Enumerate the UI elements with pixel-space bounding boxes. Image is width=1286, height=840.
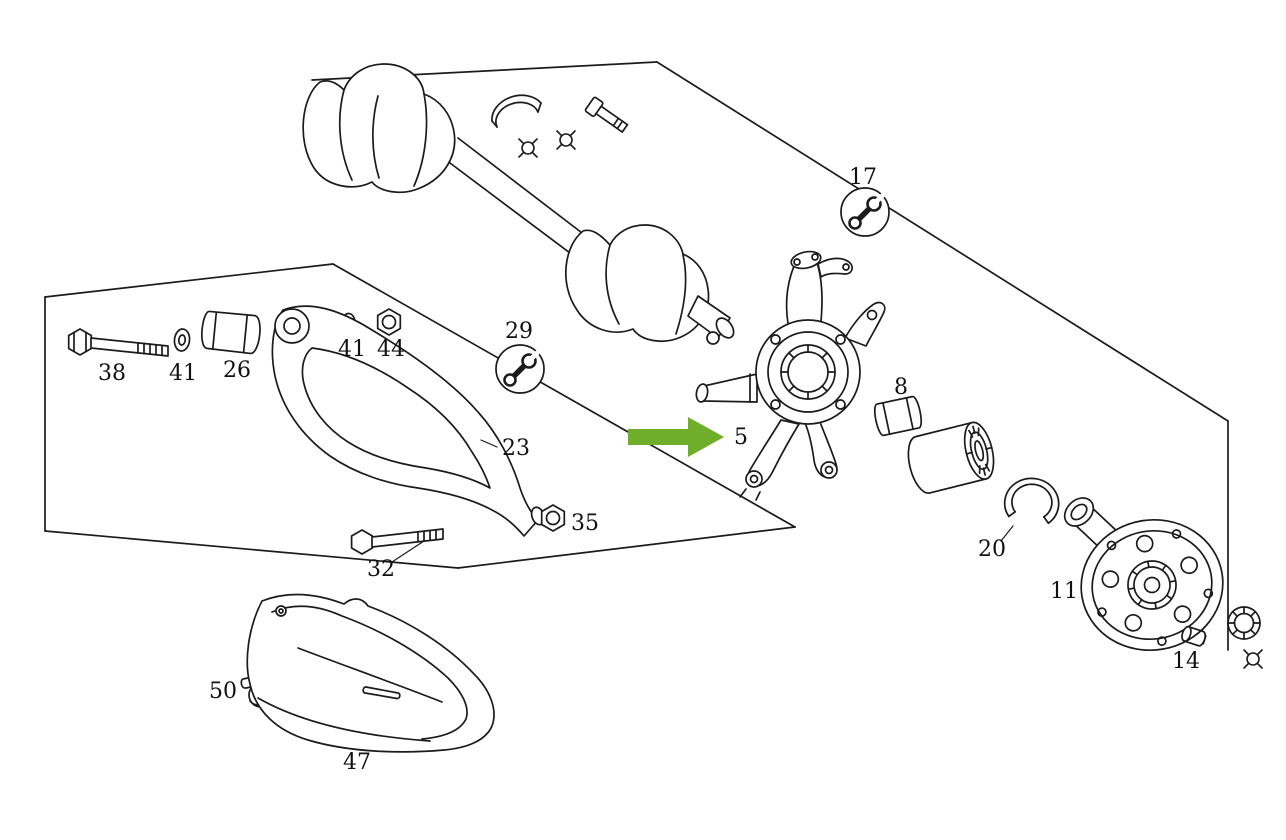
part-label-32[interactable]: 32 bbox=[367, 557, 395, 582]
axle-shaft bbox=[445, 137, 587, 257]
clamp-symbol-icon bbox=[556, 130, 576, 150]
part-label-20[interactable]: 20 bbox=[978, 537, 1006, 562]
part-label-26[interactable]: 26 bbox=[223, 358, 251, 383]
nut-44 bbox=[376, 308, 402, 336]
part-label-41-second[interactable]: 41 bbox=[338, 337, 366, 362]
wheel-carrier-5 bbox=[695, 250, 886, 501]
perspective-frame-lines bbox=[44, 61, 1229, 651]
part-label-35[interactable]: 35 bbox=[571, 511, 599, 536]
part-label-29[interactable]: 29 bbox=[505, 319, 533, 344]
part-label-11[interactable]: 11 bbox=[1050, 579, 1078, 604]
part-label-41-first[interactable]: 41 bbox=[169, 361, 197, 386]
carrier-lower-right-arm bbox=[804, 421, 838, 479]
carrier-spindle bbox=[695, 373, 758, 403]
carrier-top-arm bbox=[785, 250, 854, 335]
knurled-nut bbox=[1227, 606, 1261, 640]
control-arm-23 bbox=[271, 305, 546, 537]
part-label-14[interactable]: 14 bbox=[1172, 649, 1200, 674]
carrier-lower-left-arm bbox=[739, 419, 800, 501]
bolt-38 bbox=[67, 328, 169, 357]
carrier-hub-bore bbox=[755, 319, 861, 425]
snap-ring-20 bbox=[1003, 477, 1060, 525]
washer-41-first bbox=[173, 328, 191, 352]
cover-47 bbox=[246, 593, 495, 753]
carrier-upper-ear bbox=[844, 301, 886, 347]
part-label-47[interactable]: 47 bbox=[343, 750, 371, 775]
nut-35 bbox=[540, 504, 566, 532]
part-label-17[interactable]: 17 bbox=[849, 165, 877, 190]
cv-boot-outer bbox=[302, 63, 456, 194]
part-label-44[interactable]: 44 bbox=[377, 337, 405, 362]
part-label-50[interactable]: 50 bbox=[209, 679, 237, 704]
clamp-symbol-icon bbox=[518, 138, 538, 158]
cv-boot-inner bbox=[565, 224, 710, 342]
bolt-14 bbox=[1181, 625, 1207, 647]
axle-end-stub bbox=[687, 295, 735, 345]
bolt-32 bbox=[350, 528, 444, 555]
roller-bearing bbox=[907, 421, 995, 494]
part-label-8[interactable]: 8 bbox=[894, 375, 908, 400]
hub-flange-11 bbox=[1080, 518, 1224, 652]
boot-clamp-strap bbox=[491, 94, 542, 128]
wrench-callout-29[interactable] bbox=[495, 344, 545, 394]
clamp-bolt bbox=[584, 96, 629, 133]
part-labels: 17 29 38 41 26 41 44 23 35 32 5 8 20 11 … bbox=[98, 165, 1200, 775]
bushing-8 bbox=[873, 395, 923, 437]
star-symbol-icon bbox=[1243, 649, 1263, 669]
part-label-38[interactable]: 38 bbox=[98, 361, 126, 386]
bushing-26 bbox=[201, 310, 261, 355]
selection-arrow-icon bbox=[628, 417, 724, 457]
leader-lines bbox=[391, 439, 1014, 563]
axle-shaft-assembly bbox=[302, 63, 735, 345]
part-label-5[interactable]: 5 bbox=[734, 425, 748, 450]
wrench-callout-17[interactable] bbox=[840, 187, 890, 237]
part-label-23[interactable]: 23 bbox=[502, 436, 530, 461]
